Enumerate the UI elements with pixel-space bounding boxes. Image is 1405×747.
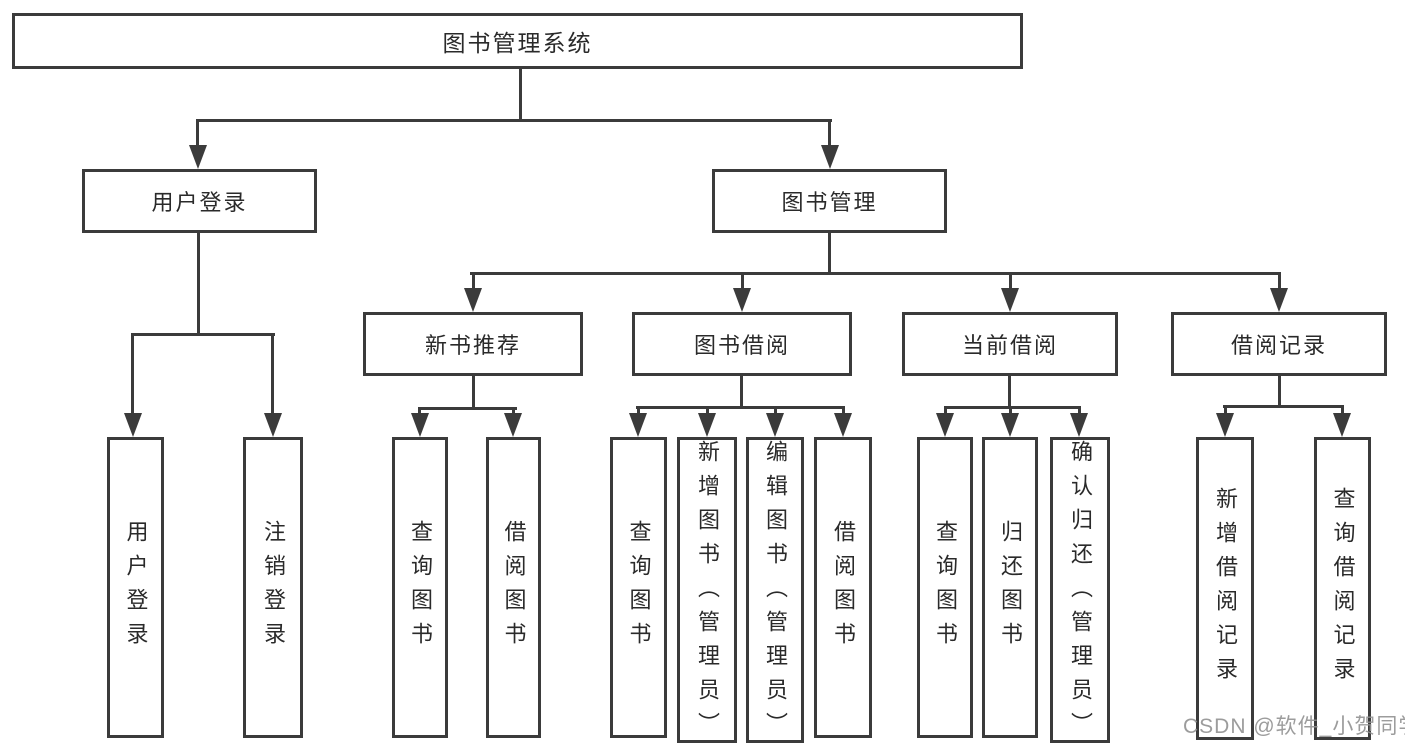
connector-line (1278, 272, 1281, 288)
arrow-down-icon (411, 413, 429, 437)
connector-line (1008, 374, 1011, 409)
connector-line (197, 119, 832, 122)
connector-line (470, 272, 1281, 275)
arrow-down-icon (189, 145, 207, 169)
node-borrow-records: 借阅记录 (1171, 312, 1387, 376)
arrow-down-icon (1333, 413, 1351, 437)
connector-line (842, 406, 845, 413)
arrow-down-icon (629, 413, 647, 437)
arrow-down-icon (698, 413, 716, 437)
arrow-down-icon (766, 413, 784, 437)
node-user-login: 用户登录 (82, 169, 317, 233)
connector-line (1078, 406, 1081, 413)
node-return-books: 归还图书 (982, 437, 1038, 738)
node-logout: 注销登录 (243, 437, 303, 738)
connector-line (1224, 405, 1227, 413)
connector-line (1223, 405, 1344, 408)
connector-line (271, 333, 274, 413)
node-root: 图书管理系统 (12, 13, 1023, 69)
node-borrow-books-1: 借阅图书 (486, 437, 541, 738)
node-query-borrow-record: 查询借阅记录 (1314, 437, 1371, 740)
node-borrow-books-2: 借阅图书 (814, 437, 872, 738)
node-confirm-return-admin: 确认归还（管理员） (1050, 437, 1110, 746)
arrow-down-icon (1070, 413, 1088, 437)
node-query-books-3: 查询图书 (917, 437, 973, 738)
connector-line (741, 272, 744, 288)
node-book-management: 图书管理 (712, 169, 947, 233)
connector-line (944, 406, 947, 413)
node-edit-book-admin: 编辑图书（管理员） (746, 437, 804, 746)
connector-line (740, 374, 743, 409)
connector-line (519, 66, 522, 120)
node-new-book-recommend: 新书推荐 (363, 312, 583, 376)
node-add-borrow-record: 新增借阅记录 (1196, 437, 1254, 740)
connector-line (1278, 374, 1281, 408)
node-user-login-leaf: 用户登录 (107, 437, 164, 738)
arrow-down-icon (464, 288, 482, 312)
node-query-books-2: 查询图书 (610, 437, 667, 738)
connector-line (197, 231, 200, 335)
connector-line (418, 407, 421, 413)
arrow-down-icon (264, 413, 282, 437)
arrow-down-icon (1270, 288, 1288, 312)
connector-line (637, 406, 640, 413)
arrow-down-icon (821, 145, 839, 169)
node-book-borrow: 图书借阅 (632, 312, 852, 376)
arrow-down-icon (504, 413, 522, 437)
node-query-books-1: 查询图书 (392, 437, 448, 738)
arrow-down-icon (834, 413, 852, 437)
connector-line (1009, 406, 1012, 413)
connector-line (472, 374, 475, 410)
connector-line (1341, 405, 1344, 413)
connector-line (418, 407, 517, 410)
arrow-down-icon (936, 413, 954, 437)
connector-line (774, 406, 777, 413)
arrow-down-icon (1216, 413, 1234, 437)
connector-line (1009, 272, 1012, 288)
connector-line (196, 119, 199, 145)
csdn-watermark: CSDN @软件_小贺同学 (1183, 715, 1405, 738)
connector-line (828, 119, 831, 145)
connector-line (131, 333, 275, 336)
arrow-down-icon (1001, 413, 1019, 437)
connector-line (636, 406, 845, 409)
connector-line (944, 406, 1081, 409)
node-current-borrow: 当前借阅 (902, 312, 1118, 376)
node-add-book-admin: 新增图书（管理员） (677, 437, 737, 746)
connector-line (706, 406, 709, 413)
connector-line (131, 333, 134, 413)
connector-line (512, 407, 515, 413)
arrow-down-icon (124, 413, 142, 437)
connector-line (472, 272, 475, 288)
arrow-down-icon (1001, 288, 1019, 312)
arrow-down-icon (733, 288, 751, 312)
connector-line (828, 231, 831, 275)
